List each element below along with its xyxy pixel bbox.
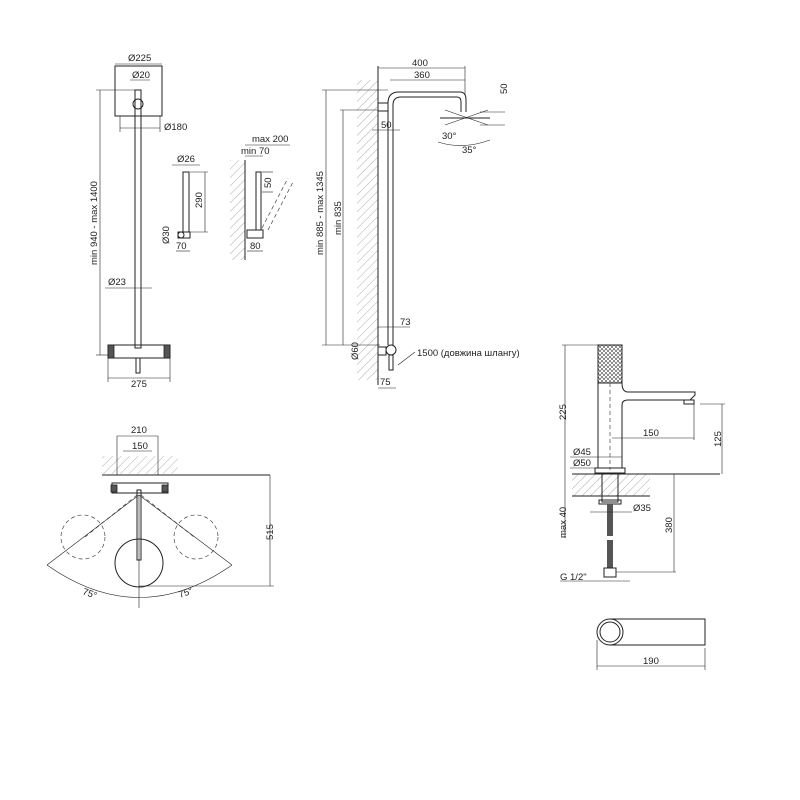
faucet-view: 225 150 125 Ø45 Ø50 Ø35 max 40 380 G 1/2… (558, 344, 725, 670)
holder-diameter-label: Ø30 (161, 226, 172, 244)
shower-pipe (134, 89, 142, 349)
bracket-height-label: 50 (263, 177, 274, 188)
top-inner-width-label: 150 (132, 441, 148, 452)
height-range-label: min 940 - max 1400 (89, 181, 100, 265)
thermostat-mixer (107, 344, 171, 359)
mixer-width-label: 275 (131, 379, 147, 390)
arm-inner-label: 360 (414, 70, 430, 81)
hose-length-label: 380 (664, 517, 675, 533)
wall-offset-label: 50 (381, 120, 392, 131)
pipe-diameter-label: Ø23 (108, 277, 126, 288)
angle-a-label: 30° (442, 131, 457, 142)
connector-diameter-label: Ø60 (350, 342, 361, 360)
arm-total-label: 400 (412, 58, 428, 69)
base-diameter-label: Ø50 (573, 458, 591, 469)
angle-right-label: 75° (177, 586, 194, 601)
wall-bracket-view: max 200 min 70 50 80 (230, 134, 294, 260)
hose-note-label: 1500 (довжина шлангу) (417, 348, 520, 359)
shower-top-view: 210 150 515 75° 75° (46, 425, 276, 608)
side-height-range-label: min 885 - max 1345 (315, 171, 326, 255)
base-depth-label: 75 (380, 377, 391, 388)
top-depth-label: 515 (265, 524, 276, 540)
angle-left-label: 75° (81, 586, 98, 601)
faucet-height-label: 225 (558, 404, 569, 420)
arm-diameter-label: Ø20 (132, 70, 150, 81)
hole-diameter-label: Ø35 (633, 503, 651, 514)
body-diameter-label: Ø45 (573, 447, 591, 458)
shower-side-view: 400 360 50 30° 35° min 885 - max 1345 mi… (315, 58, 520, 389)
hand-shower-length-label: 290 (194, 192, 205, 208)
spout-reach-label: 150 (643, 428, 659, 439)
max-thickness-label: max 40 (558, 507, 569, 538)
angle-b-label: 35° (462, 145, 477, 156)
hand-shower-diameter-label: Ø26 (177, 154, 195, 165)
plate-diameter-label: Ø180 (164, 122, 187, 133)
top-outer-width-label: 210 (131, 425, 147, 436)
bracket-width-label: 80 (250, 241, 261, 252)
shower-head-outline (114, 65, 163, 117)
bracket-min-label: min 70 (241, 146, 270, 157)
holder-width-label: 70 (176, 241, 187, 252)
head-diameter-label: Ø225 (128, 53, 151, 64)
shower-front-view: Ø225 Ø20 Ø180 min 940 - max 1400 Ø23 275 (89, 53, 187, 390)
top-length-label: 190 (643, 656, 659, 667)
pipe-offset-label: 73 (400, 317, 411, 328)
bracket-max-label: max 200 (252, 134, 288, 145)
head-height-label: 50 (499, 83, 510, 94)
spout-height-label: 125 (713, 431, 724, 447)
thread-label: G 1/2" (560, 572, 587, 583)
hand-shower-view: Ø26 290 Ø30 70 (161, 154, 208, 252)
faucet-top-outline (596, 618, 624, 646)
side-min-height-label: min 835 (333, 201, 344, 235)
